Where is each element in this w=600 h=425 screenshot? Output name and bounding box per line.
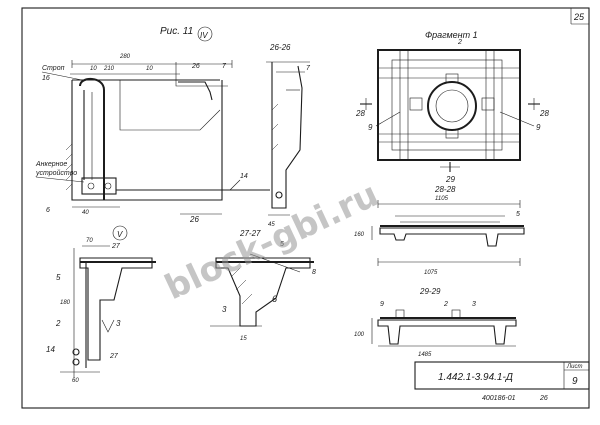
anchor-label-line2: устройство	[35, 169, 77, 177]
section-29-drawing	[371, 309, 517, 347]
dim-180: 180	[60, 300, 71, 306]
section-28-title: 28-28	[434, 185, 456, 194]
callout-26-a: 26	[191, 63, 200, 70]
section-27-drawing	[210, 253, 314, 327]
view-iv-label: IV	[200, 31, 208, 40]
section-28-drawing	[371, 200, 525, 266]
callout-6-a: 6	[46, 207, 50, 214]
callout-7-a: 7	[222, 63, 227, 70]
figure-title: Рис. 11	[160, 26, 193, 37]
callout-9-c: 9	[380, 301, 384, 308]
dim-1105: 1105	[435, 196, 449, 202]
dim-10-a: 10	[90, 66, 97, 72]
section-29-title: 29-29	[419, 287, 441, 296]
callout-29: 29	[445, 175, 455, 184]
callout-14-a: 14	[240, 173, 248, 180]
callout-9-a: 9	[368, 123, 373, 132]
dim-1485: 1485	[418, 352, 432, 358]
dim-60: 60	[72, 378, 79, 384]
callout-2-v: 2	[55, 319, 61, 328]
dim-280: 280	[119, 54, 131, 60]
view-v-label: V	[117, 230, 123, 239]
section-27-title: 27-27	[239, 229, 261, 238]
archive-code: 400186-01	[482, 395, 516, 402]
page-number: 25	[573, 12, 585, 22]
view-iv-drawing	[65, 60, 270, 215]
sling-label: Строп	[42, 65, 65, 72]
callout-3-27: 3	[222, 305, 227, 314]
callout-5-v: 5	[56, 273, 61, 282]
callout-26-b: 26	[189, 215, 199, 224]
callout-28-a: 28	[355, 109, 365, 118]
section-26-drawing	[266, 61, 310, 216]
view-v-drawing	[60, 245, 156, 378]
archive-page: 26	[539, 395, 548, 402]
callout-27-a: 27	[111, 243, 121, 250]
callout-5-27: 5	[280, 241, 284, 248]
callout-28-b: 28	[539, 109, 549, 118]
dim-160: 160	[354, 232, 365, 238]
callout-3-v: 3	[116, 319, 121, 328]
callout-7-b: 7	[306, 65, 311, 72]
fragment-title: Фрагмент 1	[425, 30, 478, 40]
document-code: 1.442.1-3.94.1-Д	[438, 372, 513, 383]
dim-40: 40	[82, 210, 89, 216]
callout-2-top: 2	[457, 39, 462, 46]
dim-70: 70	[86, 238, 93, 244]
callout-9-b: 9	[536, 123, 541, 132]
dim-1075: 1075	[424, 270, 438, 276]
callout-5-r: 5	[516, 211, 520, 218]
sheet-frame	[21, 7, 590, 409]
callout-27-b: 27	[109, 353, 119, 360]
callout-16: 16	[42, 75, 50, 82]
dim-210: 210	[103, 66, 115, 72]
sheet-label: Лист	[566, 364, 582, 370]
dim-100: 100	[354, 332, 365, 338]
fragment-1-drawing	[360, 49, 540, 172]
dim-15: 15	[240, 336, 247, 342]
view-v-marker	[112, 225, 128, 241]
callout-6-b: 6	[272, 294, 277, 304]
dim-45: 45	[268, 222, 275, 228]
callout-8: 8	[312, 269, 316, 276]
callout-14-b: 14	[46, 345, 55, 354]
anchor-label-line1: Анкерное	[35, 161, 67, 168]
callout-2-b: 2	[443, 301, 448, 308]
dim-10-b: 10	[146, 66, 153, 72]
section-26-title: 26-26	[269, 43, 291, 52]
title-block	[414, 361, 590, 390]
callout-3-b: 3	[472, 301, 476, 308]
sheet-number: 9	[572, 376, 578, 387]
view-iv-marker	[197, 26, 213, 42]
